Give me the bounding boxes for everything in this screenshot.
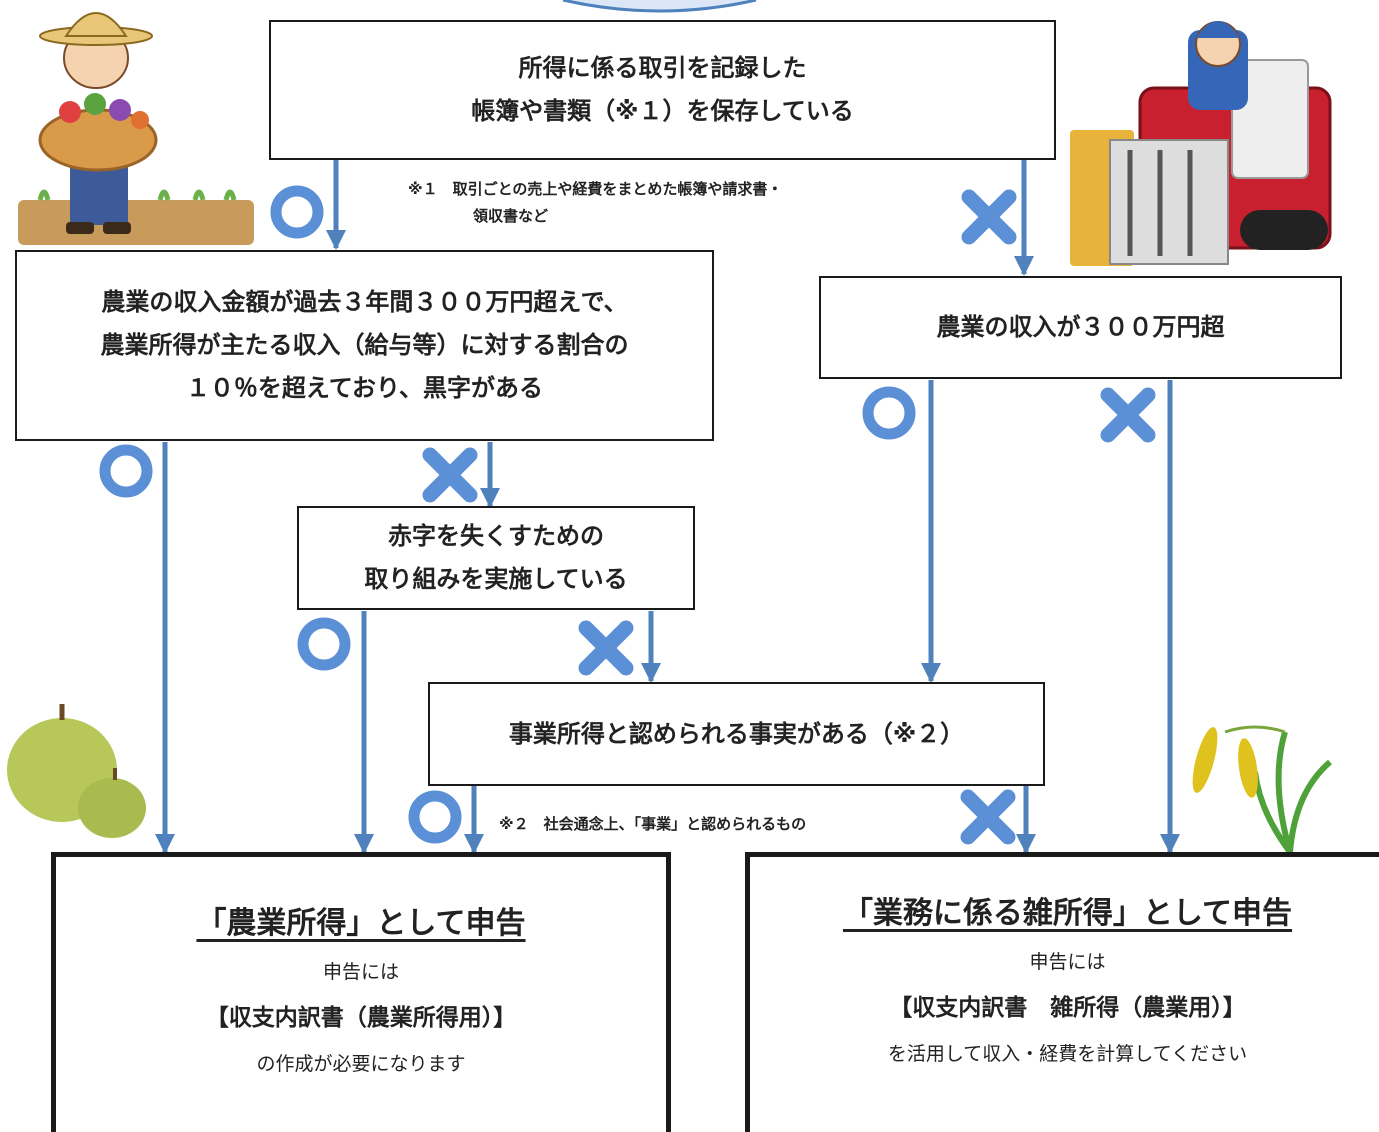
decision-keep-records: 所得に係る取引を記録した 帳簿や書類（※１）を保存している (269, 20, 1056, 160)
yes-circle-icon (297, 617, 351, 671)
decision-income-threshold: 農業の収入金額が過去３年間３００万円超えで、 農業所得が主たる収入（給与等）に対… (15, 250, 714, 441)
decision-text: 農業の収入金額が過去３年間３００万円超えで、 (101, 288, 628, 316)
decision-text: 取り組みを実施している (364, 565, 628, 593)
footnote-text: ※１ 取引ごとの売上や経費をまとめた帳簿や請求書・ (408, 180, 783, 198)
harvester-illustration (1070, 21, 1332, 266)
flow-graphics (7, 0, 1332, 854)
footnote-text: 領収書など (473, 207, 549, 225)
decision-text: 所得に係る取引を記録した (518, 54, 807, 82)
result-text: 申告には (322, 961, 399, 983)
yes-circle-icon (408, 790, 462, 844)
no-cross-icon (960, 789, 1016, 845)
decision-text: 農業の収入が３００万円超 (936, 313, 1225, 341)
result-misc-business-income: 「業務に係る雑所得」として申告 申告には 【収支内訳書 雑所得（農業用）】 を活… (745, 852, 1379, 1132)
result-text: 申告には (1029, 951, 1106, 973)
no-cross-icon (578, 620, 634, 676)
result-title: 「農業所得」として申告 (196, 906, 526, 941)
yes-circle-icon (270, 185, 324, 239)
result-text: を活用して収入・経費を計算してください (887, 1043, 1248, 1065)
decision-business-fact: 事業所得と認められる事実がある（※２） (428, 682, 1045, 786)
decision-text: 農業所得が主たる収入（給与等）に対する割合の (100, 331, 629, 359)
no-cross-icon (961, 189, 1017, 245)
result-agricultural-income: 「農業所得」として申告 申告には 【収支内訳書（農業所得用）】 の作成が必要にな… (51, 852, 671, 1132)
result-form-name: 【収支内訳書（農業所得用）】 (205, 1005, 517, 1031)
decision-income-over-300: 農業の収入が３００万円超 (819, 276, 1342, 379)
footnote-text: ※２ 社会通念上、「事業」と認められるもの (499, 815, 807, 833)
result-text: の作成が必要になります (256, 1053, 466, 1075)
top-decoration (562, 0, 757, 13)
decision-text: 帳簿や書類（※１）を保存している (471, 97, 854, 125)
no-cross-icon (1100, 387, 1156, 443)
result-title: 「業務に係る雑所得」として申告 (842, 896, 1293, 931)
footnote-1: ※１ 取引ごとの売上や経費をまとめた帳簿や請求書・ 領収書など (408, 176, 968, 230)
farmer-illustration (18, 12, 254, 245)
pear-illustration (7, 704, 146, 838)
yes-circle-icon (99, 444, 153, 498)
footnote-2: ※２ 社会通念上、「事業」と認められるもの (499, 811, 959, 838)
rice-plant-illustration (1192, 725, 1332, 854)
decision-deficit-measures: 赤字を失くすための 取り組みを実施している (297, 506, 695, 610)
no-cross-icon (422, 447, 478, 503)
decision-text: 事業所得と認められる事実がある（※２） (508, 719, 965, 748)
yes-circle-icon (862, 386, 916, 440)
decision-text: 赤字を失くすための (388, 522, 604, 550)
result-form-name: 【収支内訳書 雑所得（農業用）】 (889, 995, 1246, 1021)
decision-text: １０％を超えており、黒字がある (185, 374, 544, 402)
